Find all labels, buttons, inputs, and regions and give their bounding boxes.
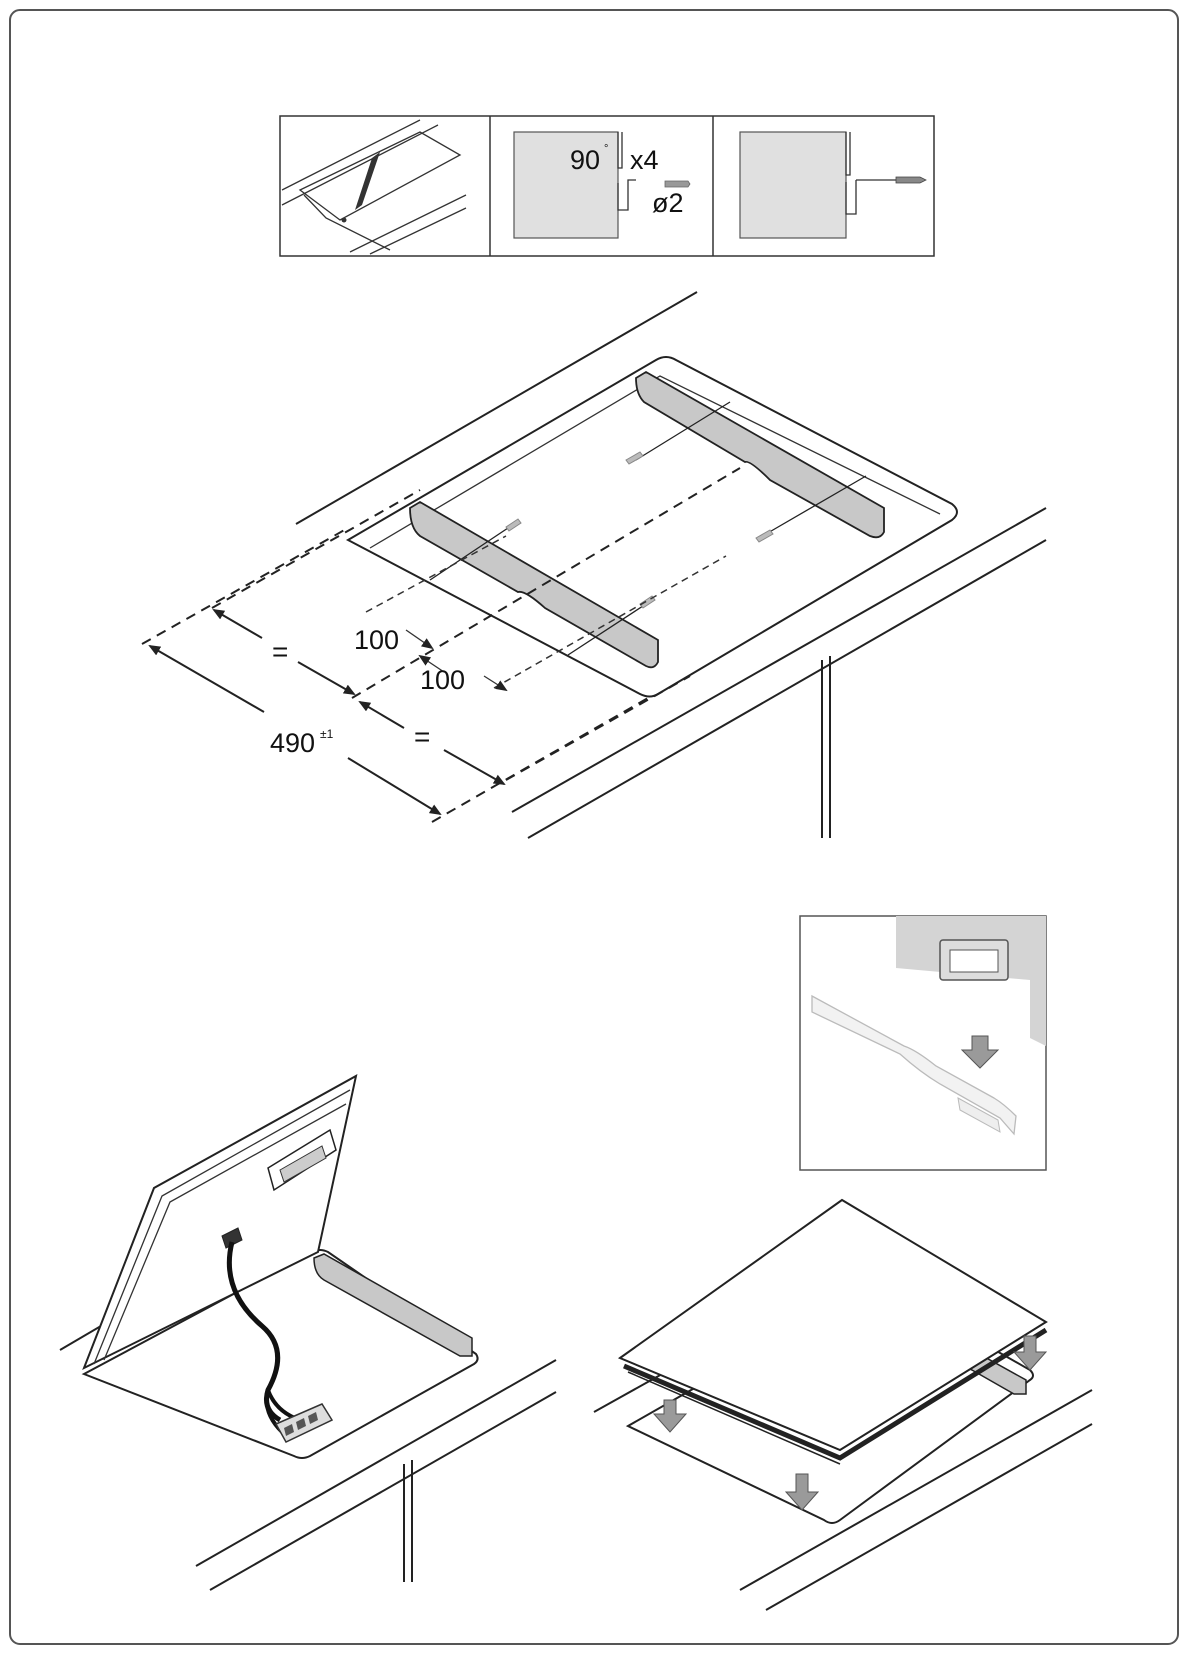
hob-edge-line bbox=[93, 1089, 351, 1365]
dim-line-width bbox=[347, 757, 442, 816]
worktop-front-edge bbox=[739, 1389, 1093, 1591]
step-screw-panel bbox=[739, 131, 927, 239]
cutout-outline bbox=[298, 131, 462, 221]
main-bracket-diagram: 490 ±1 = = 100 100 bbox=[141, 291, 1047, 839]
cable-connection-diagram bbox=[59, 1074, 557, 1591]
drill-bit-icon bbox=[664, 180, 691, 188]
measure-line bbox=[303, 194, 391, 251]
hob-side-edge bbox=[623, 1327, 1048, 1461]
worktop-front-edge bbox=[765, 1423, 1093, 1611]
hob-raised bbox=[82, 1074, 358, 1371]
panel-edge-line bbox=[617, 132, 623, 169]
offset-line-2 bbox=[493, 555, 727, 689]
offset-label: 100 bbox=[420, 665, 465, 695]
offset-label: 100 bbox=[354, 625, 399, 655]
screw-icon bbox=[755, 529, 774, 543]
construction-line-inner bbox=[505, 675, 691, 781]
detail-inset bbox=[799, 915, 1047, 1171]
down-arrow-icon bbox=[1012, 1335, 1048, 1371]
down-arrow-icon bbox=[784, 1473, 820, 1511]
hob-top bbox=[617, 1198, 1048, 1452]
hook-slot-inner bbox=[949, 949, 999, 973]
worktop-back-edge bbox=[295, 291, 698, 525]
construction-line-center bbox=[351, 467, 741, 699]
screw-icon bbox=[505, 518, 522, 532]
bracket-tab bbox=[957, 1097, 1001, 1133]
drill-diameter-label: ø2 bbox=[652, 188, 684, 218]
mark-point bbox=[341, 217, 347, 223]
angle-degree: ° bbox=[604, 143, 608, 155]
step-strip: 90 ° x4 ø2 bbox=[279, 115, 935, 257]
equal-sign-label: = bbox=[272, 636, 288, 667]
bracket-faded bbox=[811, 994, 1017, 1136]
construction-line-outer bbox=[141, 527, 349, 645]
offset-line-1 bbox=[365, 535, 507, 613]
dim-line-half-2 bbox=[443, 749, 506, 785]
dim-line-half-1 bbox=[297, 661, 356, 695]
mounting-bracket-front bbox=[409, 500, 659, 669]
panel-edge-line bbox=[845, 132, 851, 176]
hob-placement-diagram bbox=[593, 1198, 1093, 1611]
screw-guide-line bbox=[765, 475, 867, 535]
dim-line-offset bbox=[483, 675, 508, 692]
count-label: x4 bbox=[630, 145, 659, 175]
terminal-screws bbox=[284, 1412, 318, 1436]
worktop-front-edge bbox=[511, 507, 1047, 813]
dim-line-offset bbox=[418, 654, 445, 673]
cutout-outline bbox=[345, 356, 958, 698]
dim-line-half-2 bbox=[358, 700, 405, 729]
side-panel bbox=[739, 131, 847, 239]
width-tolerance-label: ±1 bbox=[320, 727, 334, 741]
dim-line-width bbox=[148, 644, 265, 713]
width-dimension-label: 490 bbox=[270, 728, 315, 758]
down-arrow-icon bbox=[960, 1035, 1000, 1069]
screw-guide-line bbox=[429, 527, 509, 581]
screw-guide-line bbox=[567, 603, 647, 656]
hob-connector-port bbox=[279, 1145, 327, 1183]
step-mark-cutout bbox=[281, 119, 467, 255]
equal-sign-label: = bbox=[414, 721, 430, 752]
worktop-edges bbox=[281, 119, 467, 255]
angle-label: 90 bbox=[570, 145, 600, 175]
dim-line-offset bbox=[405, 629, 434, 650]
screw-guide-line bbox=[635, 401, 731, 461]
mounting-bracket-back bbox=[635, 370, 885, 539]
bracket-profile bbox=[845, 180, 857, 215]
screw-icon bbox=[625, 451, 644, 465]
worktop-front-edge bbox=[195, 1359, 557, 1567]
construction-line-inner bbox=[211, 489, 421, 609]
step-drill-panel: 90 ° x4 ø2 bbox=[513, 131, 691, 239]
cutout-inner-edge bbox=[369, 375, 941, 549]
worktop-front-edge bbox=[527, 539, 1047, 839]
hob-edge-line bbox=[103, 1103, 347, 1361]
screw-icon bbox=[895, 176, 927, 184]
cable-outlet bbox=[221, 1227, 243, 1249]
hob-edge-line bbox=[627, 1371, 841, 1465]
mounting-bracket bbox=[313, 1253, 473, 1357]
page-frame bbox=[9, 9, 1179, 1645]
dim-line-half-1 bbox=[212, 608, 263, 639]
bracket-profile bbox=[617, 179, 636, 211]
side-panel bbox=[513, 131, 619, 239]
worktop-front-edge bbox=[209, 1391, 557, 1591]
down-arrow-icon bbox=[652, 1399, 688, 1433]
pencil-icon bbox=[355, 152, 380, 210]
